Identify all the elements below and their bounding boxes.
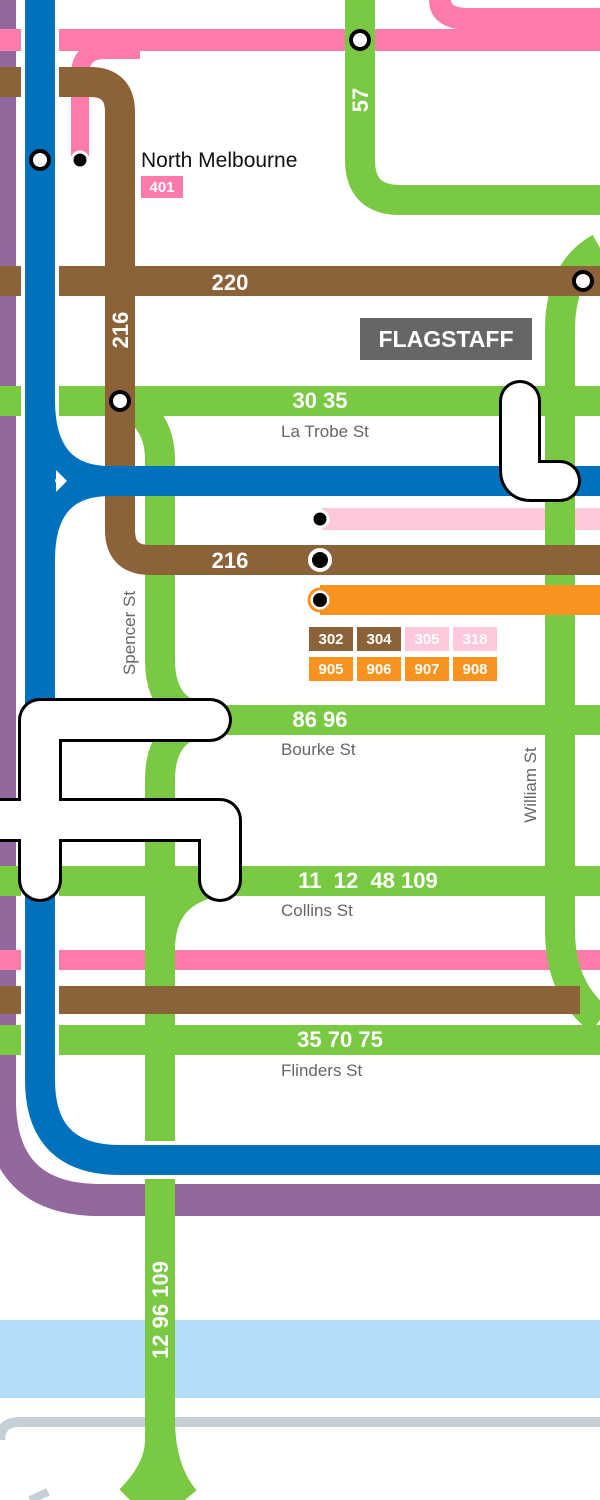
grey-line-tail	[28, 1488, 50, 1500]
green-line-57	[345, 0, 600, 215]
interchange-connector-flagstaff-inner	[502, 383, 578, 499]
street-label-la-trobe: La Trobe St	[281, 422, 369, 441]
station-name-flagstaff: FLAGSTAFF	[379, 326, 514, 352]
direction-arrow-icon	[56, 470, 67, 492]
bus-route-badge-318	[453, 627, 497, 651]
route-badge-401-label: 401	[149, 179, 174, 196]
street-label-collins: Collins St	[281, 901, 353, 920]
stop-orange-core	[313, 593, 327, 607]
route-label-30-35: 30 35	[292, 388, 347, 413]
route-label-220: 220	[212, 270, 249, 295]
route-label-216-vertical: 216	[108, 312, 133, 349]
bus-route-badge-304	[357, 627, 401, 651]
river	[0, 1320, 600, 1398]
bus-route-badge-905	[309, 657, 353, 681]
interchange-connector-southern-cross-inner	[0, 701, 239, 899]
route-badge-401	[141, 176, 183, 198]
bus-route-badge-908	[453, 657, 497, 681]
green-line-south-fork-left	[119, 1439, 175, 1500]
stop-north-melbourne-blue[interactable]	[29, 149, 51, 171]
street-label-spencer: Spencer St	[120, 591, 139, 675]
bus-route-badge-907	[405, 657, 449, 681]
street-label-william: William St	[521, 747, 540, 823]
station-name-north-melbourne: North Melbourne	[141, 149, 297, 172]
bus-route-badge-label-305: 305	[414, 631, 439, 648]
stop-flagstaff-east[interactable]	[572, 270, 594, 292]
station-badge-flagstaff[interactable]	[360, 318, 532, 360]
bus-route-badge-label-907: 907	[414, 661, 439, 678]
blue-line-latrobe-south	[25, 466, 111, 561]
route-label-11-12-48-109: 11 12 48 109	[298, 868, 437, 893]
route-label-35-70-75: 35 70 75	[297, 1027, 383, 1052]
bus-route-badge-906	[357, 657, 401, 681]
bus-route-badge-305	[405, 627, 449, 651]
stop-light-pink[interactable]	[310, 509, 330, 529]
blue-line-core	[25, 0, 600, 1175]
grey-line	[0, 1417, 600, 1441]
bus-route-badge-label-302: 302	[318, 631, 343, 648]
street-label-flinders: Flinders St	[281, 1061, 363, 1080]
bus-route-badge-label-304: 304	[366, 631, 392, 648]
street-label-bourke: Bourke St	[281, 740, 356, 759]
stop-57-top[interactable]	[349, 29, 371, 51]
stop-brown-216[interactable]	[308, 548, 332, 572]
route-label-12-96-109: 12 96 109	[148, 1261, 173, 1359]
route-label-57: 57	[348, 88, 373, 112]
stop-latrobe-spencer[interactable]	[109, 390, 131, 412]
bus-route-badge-302	[309, 627, 353, 651]
bus-route-badge-label-908: 908	[462, 661, 487, 678]
route-label-86-96: 86 96	[292, 707, 347, 732]
bus-route-badges: 302 304 305 318 905 906 907 908	[309, 627, 497, 681]
bus-route-badge-label-318: 318	[462, 631, 487, 648]
brown-line-216	[0, 67, 600, 575]
route-label-216-horizontal: 216	[212, 548, 249, 573]
bus-route-badge-label-905: 905	[318, 661, 343, 678]
green-line-william	[545, 234, 600, 1032]
stop-north-melbourne-pink[interactable]	[70, 150, 90, 170]
pink-line-top-right	[429, 0, 600, 30]
purple-line	[0, 0, 600, 1216]
bus-route-badge-label-906: 906	[366, 661, 391, 678]
